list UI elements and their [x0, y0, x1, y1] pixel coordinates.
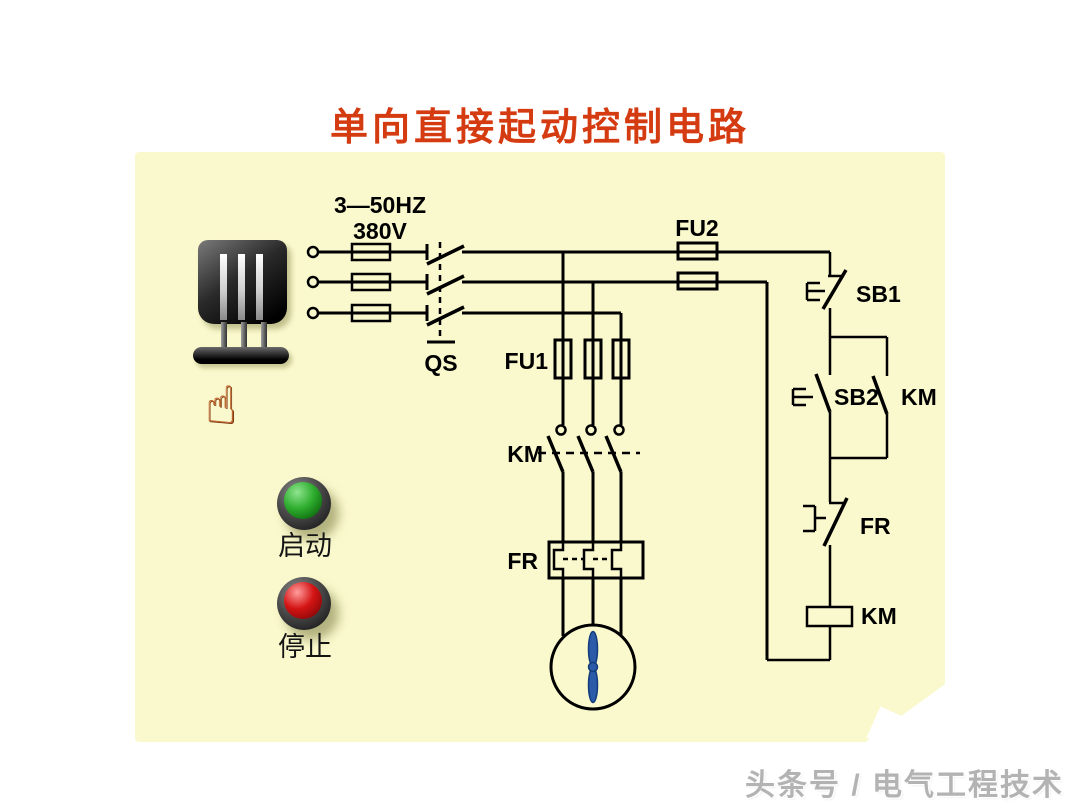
stop-button-label: 停止 [278, 632, 332, 662]
control-circuit [676, 241, 889, 662]
qs-switch-symbol [425, 242, 465, 344]
knife-switch-body [198, 240, 287, 324]
supply-voltage-label: 380V [353, 218, 407, 244]
knife-switch-leg [261, 322, 267, 350]
start-button-illustration [277, 477, 331, 530]
knife-switch-base [193, 347, 289, 364]
page-title: 单向直接起动控制电路 [329, 107, 750, 149]
knife-switch-blade [220, 254, 227, 320]
supply-frequency-label: 3—50HZ [334, 192, 426, 218]
km-aux-label: KM [901, 384, 937, 410]
fu1-drop-wires [561, 252, 623, 340]
watermark-text: 头条号 / 电气工程技术 [744, 769, 1064, 802]
knife-switch-leg [241, 322, 247, 350]
qs-label: QS [424, 350, 457, 376]
fr-nc-contact-symbol [803, 497, 849, 547]
km-coil-label: KM [861, 603, 897, 629]
fu1-fuse-icons [553, 338, 631, 425]
fu1-label: FU1 [505, 348, 549, 374]
supply-terminal-icons [306, 245, 320, 320]
propeller-icon [587, 630, 599, 704]
stop-button-dome [284, 582, 322, 619]
fr-contact-label: FR [860, 513, 891, 539]
fu2-fuse-icons [676, 241, 719, 291]
knife-switch-photo [193, 240, 293, 366]
hand-pointer-icon: ☝ [205, 376, 237, 436]
km-aux-contact-symbol [871, 375, 889, 415]
km-main-contacts-symbol [538, 424, 640, 542]
sb1-label: SB1 [856, 281, 901, 307]
start-button-label: 启动 [278, 531, 332, 561]
stop-button-illustration [277, 577, 331, 630]
knife-switch-blade [238, 254, 245, 320]
phase-wires [318, 250, 830, 315]
fr-heater-symbol [547, 540, 645, 580]
motor-symbol [549, 578, 637, 711]
fr-heater-label: FR [507, 548, 538, 574]
power-circuit [306, 242, 830, 711]
sb2-label: SB2 [834, 384, 879, 410]
sb1-stop-button-symbol [805, 269, 848, 310]
fu2-label: FU2 [675, 215, 718, 241]
km-coil-symbol [805, 605, 854, 628]
sb2-start-button-symbol [791, 373, 832, 413]
start-button-dome [284, 482, 322, 519]
km-main-label: KM [507, 441, 543, 467]
line-fuse-icons [350, 242, 392, 323]
knife-switch-leg [221, 322, 227, 350]
knife-switch-blade [256, 254, 263, 320]
